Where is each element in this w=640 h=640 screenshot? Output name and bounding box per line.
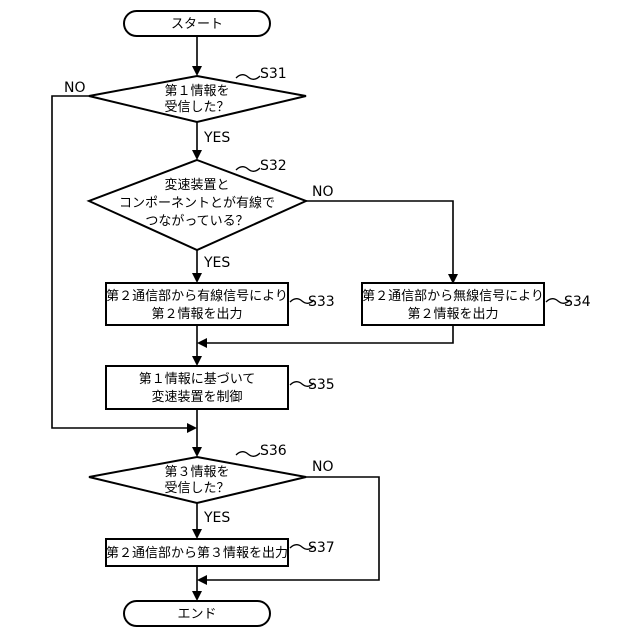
- s37-step-label: S37: [308, 540, 335, 556]
- s32-leader: [236, 167, 260, 172]
- arrowhead: [192, 356, 202, 366]
- s32-text-line1: 変速装置と: [164, 177, 229, 193]
- arrowhead: [197, 338, 207, 348]
- s36-text-line1: 第３情報を: [164, 465, 229, 480]
- s32-text-line3: つながっている？: [145, 214, 248, 229]
- start-terminal: スタート: [124, 11, 270, 36]
- process-s34: 第２通信部から無線信号により 第２情報を出力 S34: [362, 283, 591, 325]
- s36-text-line2: 受信した？: [164, 481, 229, 496]
- arrowhead: [187, 423, 197, 433]
- arrowhead: [192, 150, 202, 160]
- s35-text-line2: 変速装置を制御: [151, 389, 242, 405]
- s31-text-line2: 受信した？: [164, 100, 229, 115]
- s36-step-label: S36: [260, 443, 287, 459]
- s33-text-line2: 第２情報を出力: [151, 307, 242, 322]
- s31-leader: [236, 75, 260, 80]
- s36-no-label: NO: [312, 459, 334, 475]
- s34-text-line1: 第２通信部から無線信号により: [362, 288, 544, 304]
- arrowhead: [192, 529, 202, 539]
- s33-text-line1: 第２通信部から有線信号により: [106, 288, 288, 304]
- s34-step-label: S34: [564, 294, 591, 310]
- arrowhead: [197, 575, 207, 585]
- end-terminal: エンド: [124, 601, 270, 626]
- end-label: エンド: [177, 607, 216, 622]
- arrowhead: [192, 66, 202, 76]
- s35-step-label: S35: [308, 377, 335, 393]
- arrowhead: [192, 591, 202, 601]
- s31-step-label: S31: [260, 66, 287, 82]
- s31-text-line1: 第１情報を: [164, 84, 229, 99]
- process-s33: 第２通信部から有線信号により 第２情報を出力 S33: [106, 283, 335, 325]
- s32-text-line2: コンポーネントとが有線で: [119, 195, 275, 211]
- s33-step-label: S33: [308, 294, 335, 310]
- arrowhead: [192, 447, 202, 457]
- process-s37: 第２通信部から第３情報を出力 S37: [106, 539, 335, 566]
- s32-yes-label: YES: [203, 255, 230, 271]
- s35-text-line1: 第１情報に基づいて: [139, 372, 256, 387]
- arrowhead: [192, 273, 202, 283]
- start-label: スタート: [171, 17, 223, 32]
- s37-text-line1: 第２通信部から第３情報を出力: [106, 546, 288, 561]
- s31-no-label: NO: [64, 80, 86, 96]
- s36-yes-label: YES: [203, 510, 230, 526]
- s31-yes-label: YES: [203, 130, 230, 146]
- decision-s32: 変速装置と コンポーネントとが有線で つながっている？ S32: [89, 158, 306, 250]
- s32-no-label: NO: [312, 184, 334, 200]
- s34-text-line2: 第２情報を出力: [407, 307, 498, 322]
- process-s35: 第１情報に基づいて 変速装置を制御 S35: [106, 366, 335, 409]
- s36-leader: [236, 452, 260, 457]
- s32-step-label: S32: [260, 158, 287, 174]
